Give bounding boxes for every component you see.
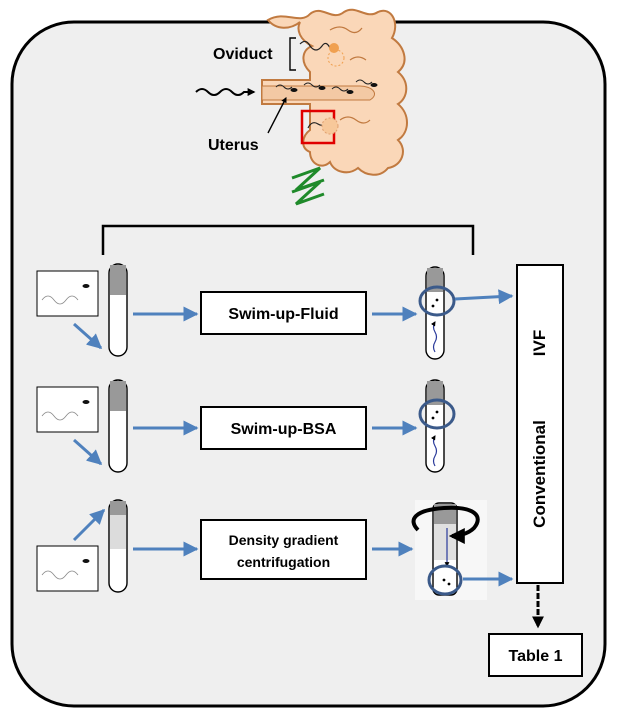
tube-unprocessed xyxy=(108,263,128,357)
uterus-label: Uterus xyxy=(208,137,259,154)
tube-unprocessed xyxy=(108,379,128,473)
row-swim-up-bsa: Swim-up-BSA xyxy=(36,379,456,473)
sample-micrograph xyxy=(36,386,99,433)
selected-fraction-circle xyxy=(418,398,456,430)
oviduct-bracket xyxy=(289,37,296,71)
conventional-ivf-box: Conventional IVF xyxy=(516,264,564,584)
sample-micrograph xyxy=(36,545,99,592)
uterine-lumen xyxy=(261,85,375,101)
tube-centrifuged xyxy=(432,502,458,596)
selected-fraction-circle xyxy=(418,285,456,317)
outcome-label-conventional: Conventional xyxy=(530,420,549,528)
method-label-line-2: centrifugation xyxy=(237,554,330,570)
result-box-label: Table 1 xyxy=(509,648,563,665)
oocyte-upper xyxy=(329,43,339,53)
method-label: Swim-up-BSA xyxy=(231,421,337,438)
method-label: Swim-up-Fluid xyxy=(228,306,338,323)
method-label-line-1: Density gradient xyxy=(229,532,339,548)
method-box xyxy=(200,291,367,335)
uterus-pointer xyxy=(267,97,287,134)
entry-wavy-arrow xyxy=(195,88,256,96)
sample-micrograph xyxy=(36,270,99,317)
row-density-gradient: Density gradient centrifugation xyxy=(36,499,514,600)
row-swim-up-fluid: Swim-up-Fluid xyxy=(36,263,514,360)
outcome-label-ivf: IVF xyxy=(530,330,549,356)
oviduct-label: Oviduct xyxy=(213,46,273,63)
reproductive-tract-illustration: Oviduct Uterus xyxy=(195,8,408,206)
result-box xyxy=(488,633,583,677)
centrifuge-rotation-arrow xyxy=(411,505,480,544)
selected-fraction-circle xyxy=(427,564,463,596)
top-bracket xyxy=(101,224,475,255)
method-box xyxy=(200,519,367,580)
method-box xyxy=(200,406,367,450)
tube-unprocessed xyxy=(108,499,128,593)
